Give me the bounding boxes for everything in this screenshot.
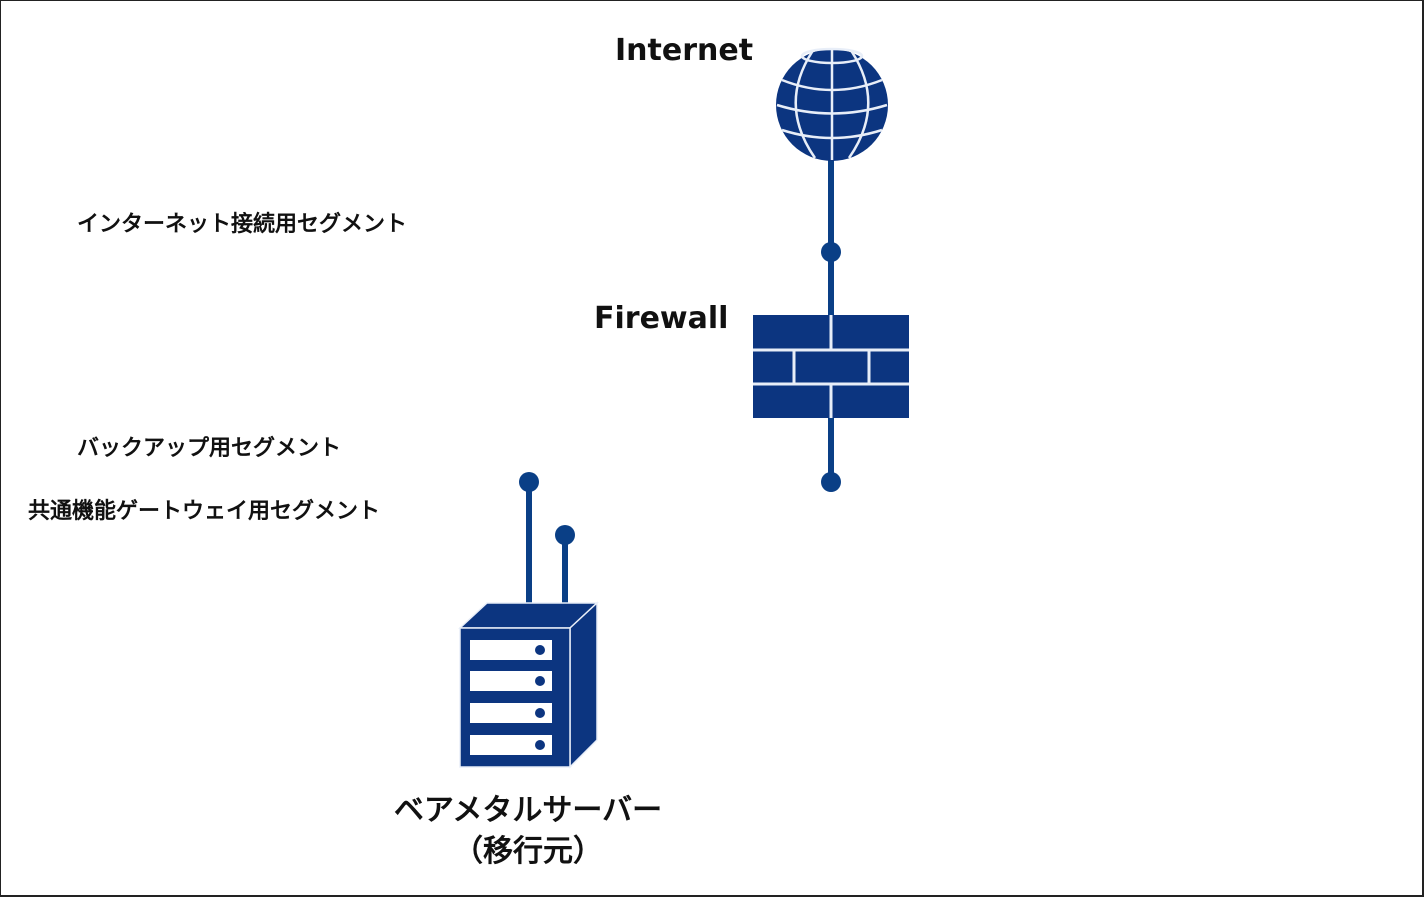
brick-wall-icon — [753, 315, 909, 418]
junction-dot — [555, 525, 575, 545]
server-label: ベアメタルサーバー — [393, 793, 663, 828]
firewall-label: Firewall — [594, 301, 729, 336]
segment-label-backup: バックアップ用セグメント — [77, 436, 342, 461]
segment-label-internet-connection: インターネット接続用セグメント — [77, 212, 408, 237]
internet-label: Internet — [615, 33, 754, 68]
segment-label-common-gateway: 共通機能ゲートウェイ用セグメント — [28, 499, 381, 524]
junction-dot — [821, 242, 841, 262]
server-sublabel: （移行元） — [453, 834, 603, 869]
junction-dot — [821, 472, 841, 492]
globe-icon — [776, 47, 888, 161]
server-rack-icon — [458, 601, 599, 769]
junction-dot — [519, 472, 539, 492]
